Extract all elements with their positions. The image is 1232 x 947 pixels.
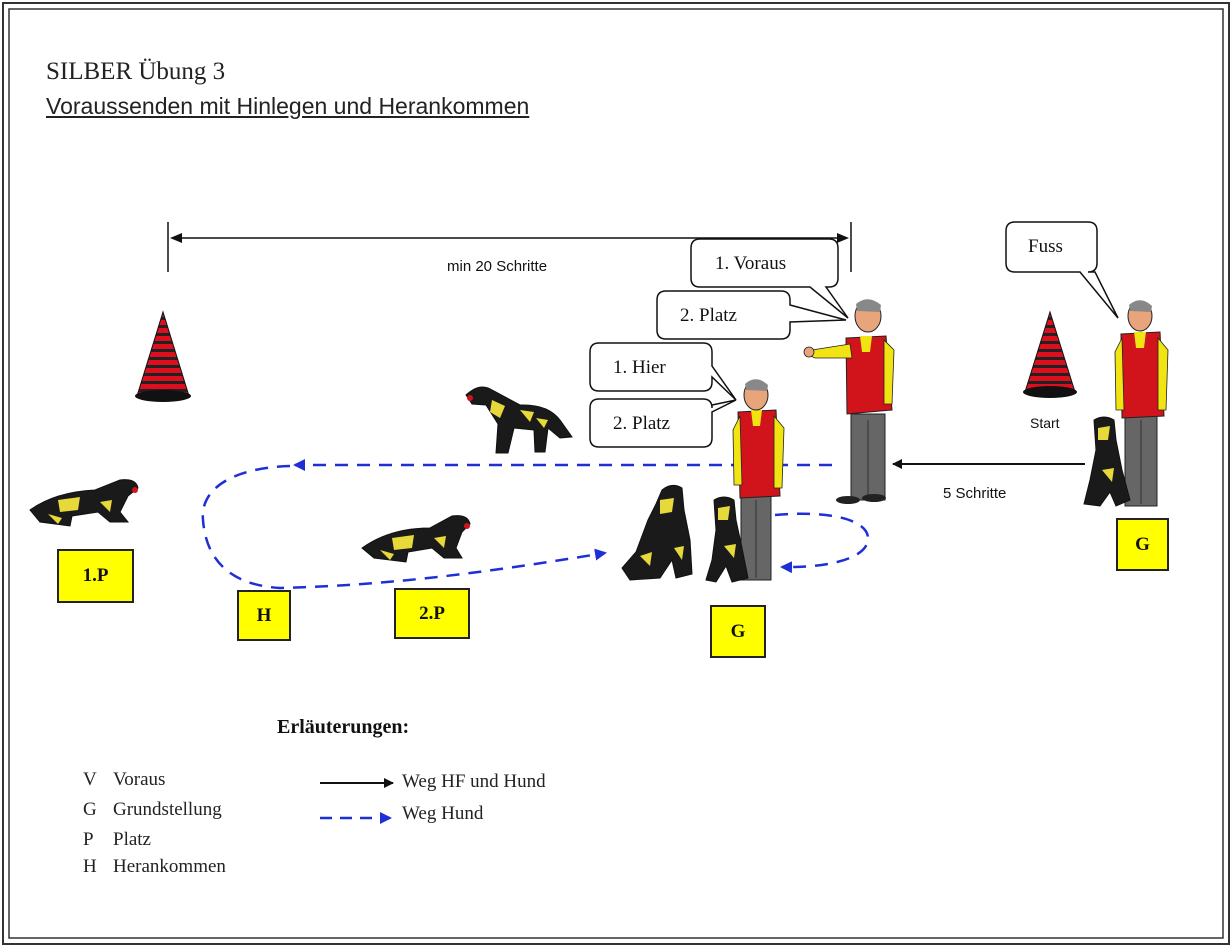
legend-text: Herankommen bbox=[113, 856, 226, 877]
legend-text: Voraus bbox=[113, 769, 166, 790]
legend-key: H bbox=[83, 856, 97, 877]
dog-lying-1p bbox=[29, 479, 139, 527]
exercise-subtitle: Voraussenden mit Hinlegen und Herankomme… bbox=[46, 93, 530, 119]
bubble-fuss bbox=[1005, 221, 1119, 319]
bubble-platz-b bbox=[589, 398, 737, 448]
start-label: Start bbox=[1030, 415, 1060, 431]
legend-text: Grundstellung bbox=[113, 799, 222, 820]
legend-item-v: V Voraus bbox=[83, 769, 165, 791]
legend-key: G bbox=[83, 799, 97, 820]
marker-g-center: G bbox=[710, 605, 766, 658]
bubble-voraus-text: 1. Voraus bbox=[715, 253, 787, 274]
bubble-hier-text: 1. Hier bbox=[613, 357, 666, 378]
legend-key: P bbox=[83, 829, 94, 850]
marker-2p: 2.P bbox=[394, 588, 470, 639]
legend-item-h: H Herankommen bbox=[83, 856, 226, 878]
cone-start bbox=[1023, 310, 1077, 398]
handler-start bbox=[1114, 300, 1169, 507]
cone-left bbox=[135, 310, 191, 402]
handler-center bbox=[732, 379, 785, 581]
steps-label: 5 Schritte bbox=[943, 485, 1007, 502]
handler-pointing bbox=[803, 299, 895, 504]
bubble-platz-b-text: 2. Platz bbox=[613, 413, 670, 434]
distance-measure bbox=[167, 222, 852, 272]
bubble-fuss-text: Fuss bbox=[1028, 236, 1063, 257]
legend-item-g: G Grundstellung bbox=[83, 799, 222, 821]
legend-text: Platz bbox=[113, 829, 151, 850]
legend-title: Erläuterungen: bbox=[277, 716, 410, 738]
bubble-voraus bbox=[690, 238, 849, 319]
bubble-platz-a bbox=[656, 290, 847, 340]
inner-border bbox=[8, 8, 1224, 939]
distance-label: min 20 Schritte bbox=[447, 258, 548, 275]
dog-lying-2p bbox=[361, 515, 471, 563]
marker-h: H bbox=[237, 590, 291, 641]
exercise-title: SILBER Übung 3 bbox=[46, 58, 226, 85]
legend-arrow-handler-text: Weg HF und Hund bbox=[402, 771, 546, 792]
dog-sitting-front bbox=[621, 484, 693, 581]
legend-key: V bbox=[83, 769, 97, 790]
dog-running bbox=[465, 386, 573, 454]
legend-item-p: P Platz bbox=[83, 829, 151, 851]
bubble-hier bbox=[589, 342, 737, 401]
marker-g-start: G bbox=[1116, 518, 1169, 571]
bubble-platz-a-text: 2. Platz bbox=[680, 305, 737, 326]
marker-1p: 1.P bbox=[57, 549, 134, 603]
dog-sitting-start bbox=[1083, 416, 1131, 507]
dog-sitting-heel bbox=[705, 496, 749, 583]
legend-arrow-dog-text: Weg Hund bbox=[402, 803, 484, 824]
